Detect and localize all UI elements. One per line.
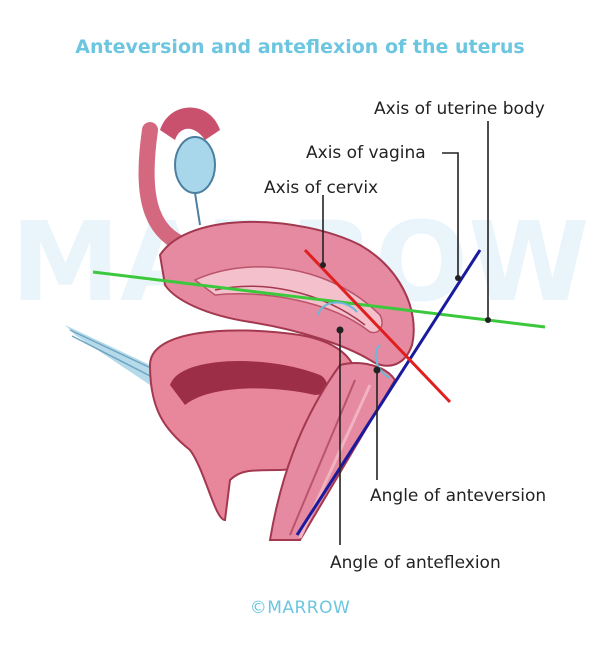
credit-marrow: ©MARROW	[249, 598, 351, 618]
label-axis-uterine-body: Axis of uterine body	[374, 99, 545, 119]
label-angle-anteversion: Angle of anteversion	[370, 486, 547, 506]
axis-vagina-line	[295, 249, 482, 536]
label-axis-vagina: Axis of vagina	[306, 143, 426, 163]
label-axis-cervix: Axis of cervix	[264, 178, 379, 198]
vagina	[268, 362, 397, 541]
axis-cervix-line	[303, 248, 452, 404]
leader-lines	[322, 121, 489, 545]
diagram-title: Anteversion and anteflexion of the uteru…	[75, 36, 525, 58]
axis-uterine-body-line	[92, 270, 546, 329]
ligament	[65, 325, 165, 395]
label-angle-anteflexion: Angle of anteflexion	[330, 553, 501, 573]
anteflexion-arc	[317, 301, 358, 316]
